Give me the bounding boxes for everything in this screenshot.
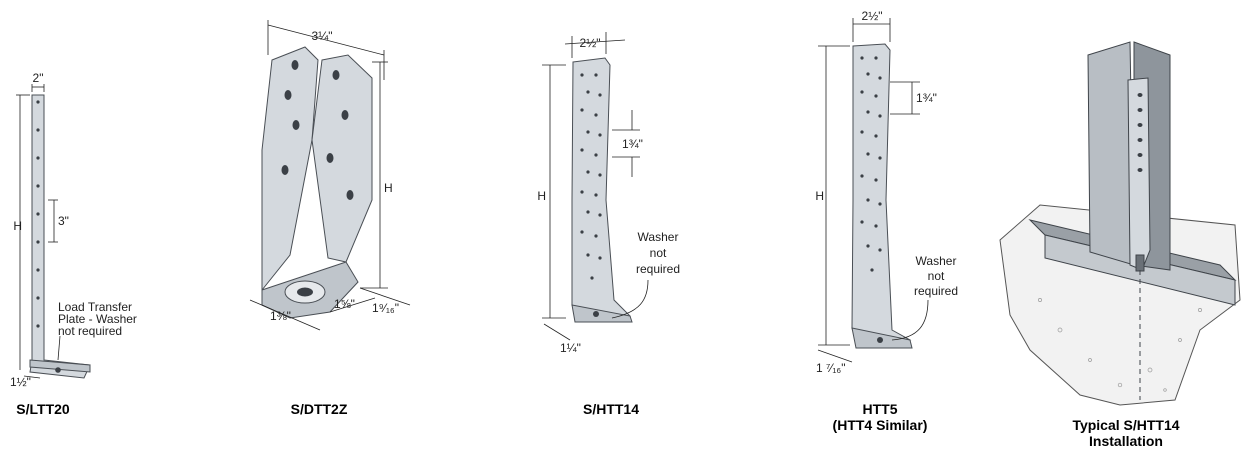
htt14-spacing-label: 1¾" xyxy=(622,137,643,151)
ltt20-figure: 2" H 3" 1½" Load Transfer Plate - Washer… xyxy=(10,71,137,389)
htt14-base-label: 1¼" xyxy=(560,341,581,355)
ltt20-holes xyxy=(36,100,61,373)
htt5-strap xyxy=(851,43,912,349)
stud-left xyxy=(1087,41,1135,266)
dtt2z-bolt-hole xyxy=(297,287,313,297)
caption-htt14: S/HTT14 xyxy=(583,401,639,417)
dtt2z-height-label: H xyxy=(384,181,393,195)
ltt20-note-line3: not required xyxy=(58,324,122,338)
installed-htt14-holes xyxy=(1137,93,1143,172)
htt14-width-label: 2½" xyxy=(580,36,601,50)
htt14-height-label: H xyxy=(537,189,546,203)
htt5-figure: 2½" H 1¾" 1 ⁷⁄₁₆" Washer not required xyxy=(815,9,958,375)
htt5-width-label: 2½" xyxy=(862,9,883,23)
htt14-note-line1: Washer xyxy=(638,230,679,244)
caption-installation-line2: Installation xyxy=(1089,433,1163,449)
htt14-holes xyxy=(580,73,602,317)
htt5-spacing-label: 1¾" xyxy=(916,91,937,105)
dtt2z-holes xyxy=(281,60,354,200)
caption-htt5-similar: (HTT4 Similar) xyxy=(833,417,928,433)
dtt2z-dim-c-label: 1⁹⁄₁₆" xyxy=(372,301,399,315)
htt5-note-line2: not xyxy=(928,269,945,283)
installation-figure xyxy=(999,41,1241,406)
caption-ltt20: S/LTT20 xyxy=(16,401,70,417)
caption-htt5: HTT5 xyxy=(863,401,898,417)
dtt2z-width-label: 3¼" xyxy=(312,29,333,43)
dtt2z-figure: 3¼" H 1⅜" 1⅝" 1⁹⁄₁₆" xyxy=(249,20,411,331)
htt14-strap xyxy=(571,57,631,323)
htt14-figure: 2½" H 1¾" 1¼" Washer not required xyxy=(537,32,680,355)
ltt20-base-plate xyxy=(29,359,91,373)
ltt20-note-line2: Plate - Washer xyxy=(58,312,137,326)
htt5-base-label: 1 ⁷⁄₁₆" xyxy=(816,361,846,375)
dtt2z-dim-b-label: 1⅝" xyxy=(334,297,355,311)
htt5-note-line1: Washer xyxy=(916,254,957,268)
ltt20-width-label: 2" xyxy=(33,71,44,85)
htt14-note-line2: not xyxy=(650,246,667,260)
htt14-seat xyxy=(571,304,633,323)
dtt2z-right-flange xyxy=(311,54,373,263)
caption-dtt2z: S/DTT2Z xyxy=(291,401,348,417)
installed-htt14 xyxy=(1127,77,1151,271)
dtt2z-dim-a-label: 1⅜" xyxy=(270,309,291,323)
htt5-height-label: H xyxy=(815,189,824,203)
caption-installation-line1: Typical S/HTT14 xyxy=(1072,417,1179,433)
ltt20-height-label: H xyxy=(13,219,22,233)
dtt2z-left-flange xyxy=(261,46,319,292)
ltt20-note-line1: Load Transfer xyxy=(58,300,132,314)
htt14-note-line3: required xyxy=(636,262,680,276)
htt5-note-line3: required xyxy=(914,284,958,298)
htt5-holes xyxy=(860,56,883,343)
anchor-nut xyxy=(1135,254,1145,272)
ltt20-spacing-label: 3" xyxy=(58,214,69,228)
concrete-texture xyxy=(1038,298,1202,392)
captions: S/LTT20 S/DTT2Z S/HTT14 HTT5 (HTT4 Simil… xyxy=(16,401,1179,449)
ltt20-base-label: 1½" xyxy=(10,375,31,389)
